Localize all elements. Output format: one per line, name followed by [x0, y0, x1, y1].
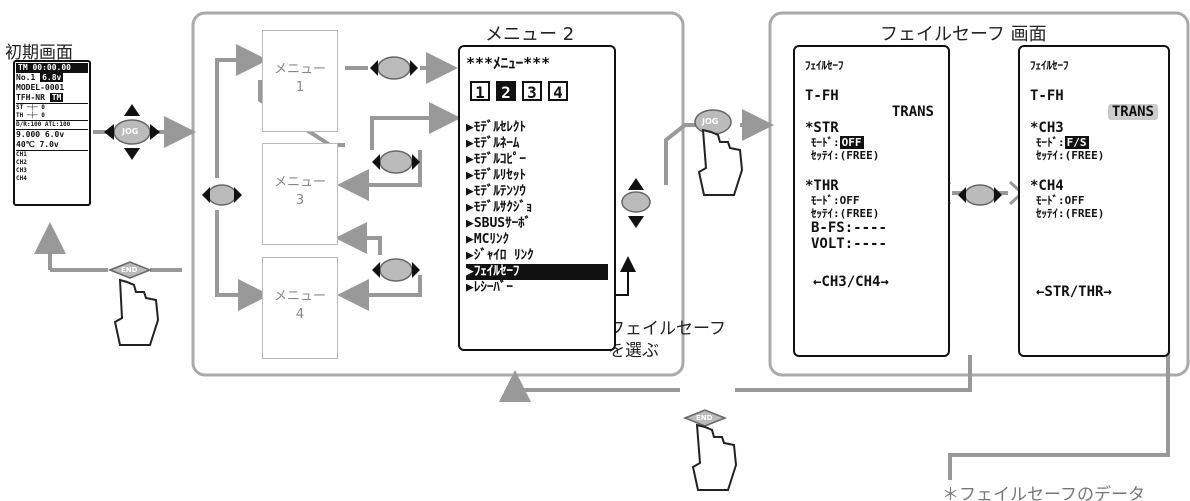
fs-mode-value: F/S — [1064, 136, 1089, 149]
menu2-title: メニュー 2 — [485, 24, 575, 45]
fs-bfs-label: B-FS: — [811, 220, 854, 236]
fs-trans: TRANS — [891, 104, 934, 120]
failsafe-frame — [768, 11, 1190, 377]
channel-row: CH4 — [16, 175, 27, 182]
st-val: 0 — [41, 104, 45, 111]
fs-mode-label: ﾓｰﾄﾞ: — [1036, 194, 1065, 207]
end-label: END — [121, 266, 138, 274]
val1: 9.000 — [16, 130, 41, 139]
fs-set-value: (FREE) — [1064, 149, 1105, 162]
fs-nav: ←CH3/CH4→ — [813, 274, 889, 290]
menu2-item[interactable]: ▶ﾓﾃﾞﾙﾃﾝｿｳ — [466, 184, 526, 199]
fs-set-label: ｾｯﾃｲ: — [1036, 207, 1065, 220]
fs-mode-value: OFF — [839, 136, 864, 149]
end-label: END — [696, 414, 713, 422]
menu2-items: ▶ﾓﾃﾞﾙｾﾚｸﾄ▶ﾓﾃﾞﾙﾈｰﾑ▶ﾓﾃﾞﾙｺﾋﾟｰ▶ﾓﾃﾞﾙﾘｾｯﾄ▶ﾓﾃﾞﾙ… — [466, 120, 608, 296]
footnote: ＊フェイルセーフのデータ — [942, 485, 1145, 501]
menu2-item[interactable]: ▶ｼﾞｬｲﾛ ﾘﾝｸ — [466, 248, 534, 263]
fs-set-value: (FREE) — [1064, 207, 1105, 220]
fs-ch-a: *STR — [805, 120, 839, 136]
dr-atl: D/R:100 ATL:100 — [16, 120, 88, 129]
menu-page-4: メニュー 4 — [262, 257, 338, 359]
fs-volt-label: VOLT: — [811, 236, 854, 252]
menu2-item[interactable]: ▶ﾌｪｲﾙｾｰﾌ — [466, 264, 608, 280]
select-failsafe-caption: フェイルセーフ を選ぶ — [608, 319, 726, 361]
channel-row: CH2 — [16, 159, 27, 166]
channel-row: CH3 — [16, 167, 27, 174]
fs-bfs-value: ---- — [853, 220, 887, 236]
fs-mode-value: OFF — [1064, 194, 1085, 207]
fs-title: ﾌｪｲﾙｾｰﾌ — [1030, 59, 1069, 72]
jog-label: JOG — [702, 117, 719, 126]
menu-page-label: メニュー 1 — [273, 62, 326, 95]
end-buttons — [107, 261, 728, 427]
jog-label: JOG — [122, 127, 139, 136]
hand-icons — [113, 128, 744, 491]
timer: TM 00:00.00 — [16, 63, 88, 73]
th-label: TH — [16, 112, 24, 119]
menu-page-1: メニュー 1 — [262, 30, 338, 132]
fs-mode-value: OFF — [839, 194, 860, 207]
menu2-tab-4[interactable]: 4 — [548, 81, 568, 102]
fs-title: ﾌｪｲﾙｾｰﾌ — [805, 59, 844, 72]
val3: 40℃ — [16, 140, 35, 149]
menu2-tab-3[interactable]: 3 — [522, 81, 542, 102]
menu2-item[interactable]: ▶ﾚｼｰﾊﾞｰ — [466, 280, 513, 295]
menu-page-label: メニュー 4 — [273, 289, 326, 322]
model-name: MODEL-0001 — [16, 83, 65, 92]
st-label: ST — [16, 104, 24, 111]
fs-mode-label: ﾓｰﾄﾞ: — [811, 194, 840, 207]
menu-page-3: メニュー 3 — [262, 143, 338, 245]
fs-system: T-FH — [1030, 88, 1064, 104]
menu2-item[interactable]: ▶ﾓﾃﾞﾙﾘｾｯﾄ — [466, 168, 526, 183]
failsafe-screen-title: フェイルセーフ 画面 — [880, 24, 1047, 45]
fs-mode-label: ﾓｰﾄﾞ: — [811, 136, 840, 149]
fs-set-label: ｾｯﾃｲ: — [811, 149, 840, 162]
menu2-item[interactable]: ▶ﾓﾃﾞﾙｺﾋﾟｰ — [466, 152, 526, 167]
menu2-item[interactable]: ▶MCﾘﾝｸ — [466, 232, 509, 247]
val2: 6.0v — [44, 130, 65, 139]
menu2-item[interactable]: ▶ﾓﾃﾞﾙｾﾚｸﾄ — [466, 120, 526, 135]
th-val: 0 — [41, 112, 45, 119]
menu2-tab-1[interactable]: 1 — [470, 81, 490, 102]
initial-screen-label: 初期画面 — [5, 43, 73, 63]
channel-row: CH1 — [16, 151, 27, 158]
fs-ch-b: *THR — [805, 178, 839, 194]
menu2-item[interactable]: ▶SBUSｻｰﾎﾞ — [466, 216, 532, 231]
fs-set-label: ｾｯﾃｲ: — [1036, 149, 1065, 162]
fs-set-value: (FREE) — [839, 207, 880, 220]
jog-dials — [113, 56, 996, 282]
fs-trans: TRANS — [1107, 104, 1158, 120]
fs-set-value: (FREE) — [839, 149, 880, 162]
voltage-badge: 6.8v — [40, 73, 64, 82]
jog-direction-markers — [104, 60, 1002, 278]
fs-ch-a: *CH3 — [1030, 120, 1064, 136]
mode-badge: TM — [49, 93, 64, 102]
failsafe-lcd-str-thr: ﾌｪｲﾙｾｰﾌ T-FH TRANS *STR ﾓｰﾄﾞ:OFF ｾｯﾃｲ:(F… — [793, 45, 950, 357]
fs-system: T-FH — [805, 88, 839, 104]
menu-page-label: メニュー 3 — [273, 175, 326, 208]
menu2-header: ***ﾒﾆｭｰ*** — [466, 54, 551, 72]
menu-frame — [191, 11, 685, 377]
fs-nav: ←STR/THR→ — [1036, 284, 1112, 300]
menu2-tab-2[interactable]: 2 — [496, 81, 516, 102]
fs-volt-value: ---- — [853, 236, 887, 252]
val4: 7.0v — [39, 140, 59, 149]
failsafe-lcd-ch3-ch4: ﾌｪｲﾙｾｰﾌ T-FH TRANS *CH3 ﾓｰﾄﾞ:F/S ｾｯﾃｲ:(F… — [1018, 45, 1170, 357]
model-no: No.1 — [16, 73, 36, 82]
select-pointer — [610, 256, 636, 296]
fs-mode-label: ﾓｰﾄﾞ: — [1036, 136, 1065, 149]
fs-set-label: ｾｯﾃｲ: — [811, 207, 840, 220]
initial-lcd: TM 00:00.00 No.1 6.8v MODEL-0001 TFH-NR … — [13, 60, 91, 206]
fs-ch-b: *CH4 — [1030, 178, 1064, 194]
menu2-item[interactable]: ▶ﾓﾃﾞﾙｻｸｼﾞｮ — [466, 200, 533, 215]
menu2-item[interactable]: ▶ﾓﾃﾞﾙﾈｰﾑ — [466, 136, 520, 151]
mode: TFH-NR — [16, 93, 45, 102]
